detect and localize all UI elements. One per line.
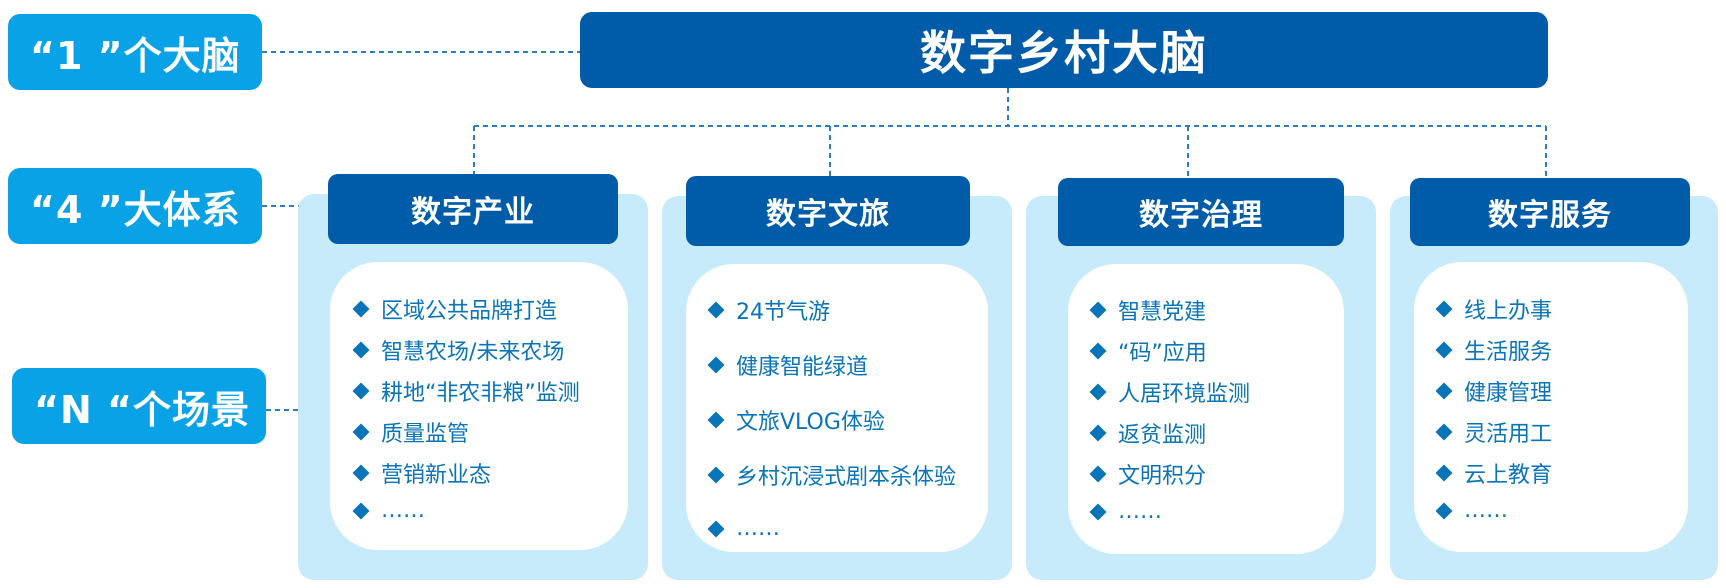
system-header-tourism: 数字文旅 [686,176,970,246]
diamond-bullet-icon [707,356,725,374]
label-one-brain: “1 ”个大脑 [8,14,262,90]
diamond-bullet-icon [352,382,370,400]
diamond-bullet-icon [352,423,370,441]
scene-card-governance [1068,264,1344,554]
diamond-bullet-icon [1435,300,1453,318]
diamond-bullet-icon [707,466,725,484]
list-item: 灵活用工 [1435,416,1552,448]
system-header-services: 数字服务 [1410,178,1690,246]
diamond-bullet-icon [1089,424,1107,442]
list-item: “码”应用 [1089,335,1207,367]
list-item: 生活服务 [1435,334,1552,366]
label-four-systems: “4 ”大体系 [8,168,262,244]
diamond-bullet-icon [1089,342,1107,360]
list-item: 智慧党建 [1089,294,1206,326]
diamond-bullet-icon [352,300,370,318]
diamond-bullet-icon [352,502,370,519]
list-item: 云上教育 [1435,457,1552,489]
diamond-bullet-icon [1435,502,1453,519]
brain-title-box: 数字乡村大脑 [580,12,1548,88]
list-item: 文明积分 [1089,458,1206,490]
diamond-bullet-icon [1089,465,1107,483]
system-header-governance: 数字治理 [1058,178,1344,246]
list-item: 区域公共品牌打造 [352,293,557,325]
list-item: 乡村沉浸式剧本杀体验 [707,459,956,491]
diamond-bullet-icon [1089,503,1107,520]
scene-card-industry [330,262,628,550]
list-item: …… [707,516,780,541]
list-item: 返贫监测 [1089,417,1206,449]
scene-card-tourism [686,264,988,552]
list-item: 人居环境监测 [1089,376,1250,408]
diamond-bullet-icon [1435,382,1453,400]
diamond-bullet-icon [352,341,370,359]
diamond-bullet-icon [1089,301,1107,319]
list-item: 文旅VLOG体验 [707,404,885,436]
diamond-bullet-icon [1435,341,1453,359]
label-n-scenes: “N “个场景 [12,368,266,444]
list-item: 24节气游 [707,294,830,326]
diamond-bullet-icon [1435,464,1453,482]
list-item: …… [352,498,425,523]
scene-card-services [1414,262,1688,552]
diamond-bullet-icon [1435,423,1453,441]
list-item: 耕地“非农非粮”监测 [352,375,580,407]
list-item: 质量监管 [352,416,469,448]
diamond-bullet-icon [707,301,725,319]
diamond-bullet-icon [352,464,370,482]
list-item: 线上办事 [1435,293,1552,325]
diamond-bullet-icon [707,520,725,537]
list-item: …… [1435,498,1508,523]
list-item: 健康智能绿道 [707,349,868,381]
system-header-industry: 数字产业 [328,174,618,244]
diamond-bullet-icon [707,411,725,429]
diamond-bullet-icon [1089,383,1107,401]
list-item: 智慧农场/未来农场 [352,334,564,366]
list-item: 营销新业态 [352,457,491,489]
list-item: …… [1089,499,1162,524]
list-item: 健康管理 [1435,375,1552,407]
